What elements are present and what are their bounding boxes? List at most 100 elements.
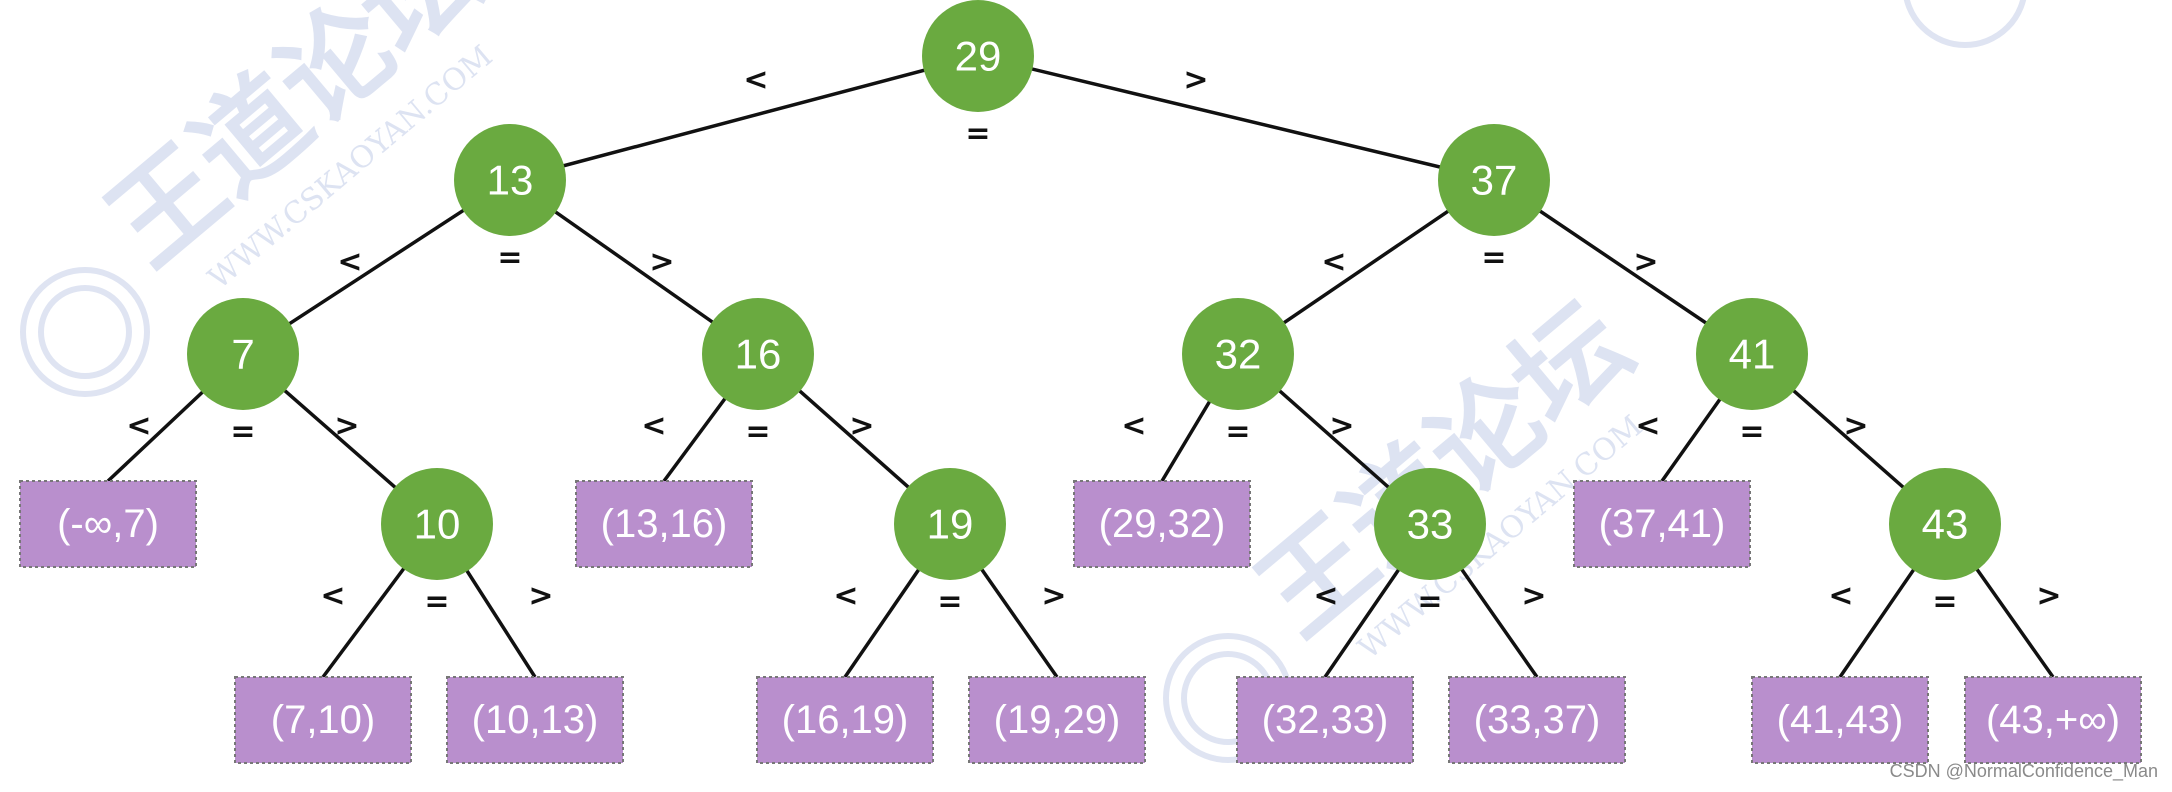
- equal-symbol: =: [1225, 415, 1250, 450]
- node-circle: [702, 298, 814, 410]
- node-circle: [381, 468, 493, 580]
- greater-than-symbol: >: [1329, 409, 1354, 444]
- watermark-seal-icon: [38, 285, 132, 379]
- leaf-interval-l6: (19,29): [968, 676, 1146, 764]
- watermark-seal-icon: [20, 267, 150, 397]
- greater-than-symbol: >: [1633, 245, 1658, 280]
- leaf-interval-l10: (37,41): [1573, 480, 1751, 568]
- leaf-label: (33,37): [1474, 698, 1601, 742]
- equal-symbol: =: [424, 585, 449, 620]
- less-than-symbol: <: [833, 579, 858, 614]
- tree-node-43: 43: [1889, 468, 2001, 580]
- node-label: 16: [735, 331, 782, 378]
- tree-node-10: 10: [381, 468, 493, 580]
- tree-node-19: 19: [894, 468, 1006, 580]
- leaf-interval-l7: (29,32): [1073, 480, 1251, 568]
- node-label: 37: [1471, 157, 1518, 204]
- node-circle: [1374, 468, 1486, 580]
- watermark-brand: 王道论坛: [84, 0, 503, 290]
- tree-node-13: 13: [454, 124, 566, 236]
- tree-edge: [509, 54, 979, 182]
- greater-than-symbol: >: [1041, 579, 1066, 614]
- leaf-box: [575, 480, 753, 568]
- less-than-symbol: <: [1313, 579, 1338, 614]
- leaf-interval-l2: (7,10): [234, 676, 412, 764]
- tree-node-32: 32: [1182, 298, 1294, 410]
- node-label: 43: [1922, 501, 1969, 548]
- tree-node-16: 16: [702, 298, 814, 410]
- node-label: 10: [414, 501, 461, 548]
- leaf-label: (43,+∞): [1986, 698, 2120, 742]
- node-circle: [894, 468, 1006, 580]
- less-than-symbol: <: [320, 579, 345, 614]
- leaf-interval-l1: (-∞,7): [19, 480, 197, 568]
- tree-node-37: 37: [1438, 124, 1550, 236]
- leaf-box: [1236, 676, 1414, 764]
- node-circle: [1696, 298, 1808, 410]
- node-circle: [1438, 124, 1550, 236]
- leaf-interval-l12: (43,+∞): [1964, 676, 2142, 764]
- leaf-interval-l8: (32,33): [1236, 676, 1414, 764]
- greater-than-symbol: >: [849, 409, 874, 444]
- leaf-label: (10,13): [472, 698, 599, 742]
- less-than-symbol: <: [1121, 409, 1146, 444]
- leaf-label: (7,10): [271, 698, 376, 742]
- node-label: 19: [927, 501, 974, 548]
- node-circle: [1889, 468, 2001, 580]
- less-than-symbol: <: [1828, 579, 1853, 614]
- leaf-label: (41,43): [1777, 698, 1904, 742]
- node-label: 33: [1407, 501, 1454, 548]
- tree-edge: [977, 54, 1495, 182]
- greater-than-symbol: >: [649, 245, 674, 280]
- tree-node-41: 41: [1696, 298, 1808, 410]
- less-than-symbol: <: [641, 409, 666, 444]
- leaf-box: [1751, 676, 1929, 764]
- leaf-box: [1964, 676, 2142, 764]
- node-label: 7: [231, 331, 254, 378]
- greater-than-symbol: >: [2036, 579, 2061, 614]
- equal-symbol: =: [1417, 585, 1442, 620]
- leaf-interval-l3: (10,13): [446, 676, 624, 764]
- node-circle: [1182, 298, 1294, 410]
- leaf-box: [234, 676, 412, 764]
- tree-node-29: 29: [922, 0, 1034, 112]
- leaf-box: [756, 676, 934, 764]
- leaf-label: (-∞,7): [57, 502, 159, 546]
- greater-than-symbol: >: [334, 409, 359, 444]
- leaf-interval-l9: (33,37): [1448, 676, 1626, 764]
- leaf-label: (37,41): [1599, 502, 1726, 546]
- less-than-symbol: <: [1635, 409, 1660, 444]
- leaf-label: (19,29): [994, 698, 1121, 742]
- equal-symbol: =: [965, 117, 990, 152]
- tree-node-7: 7: [187, 298, 299, 410]
- leaf-label: (16,19): [782, 698, 909, 742]
- leaf-box: [968, 676, 1146, 764]
- equal-symbol: =: [937, 585, 962, 620]
- node-circle: [922, 0, 1034, 112]
- watermark-seal-icon: [1903, 0, 2027, 48]
- greater-than-symbol: >: [1183, 63, 1208, 98]
- node-layer: 29 13 37 7 16 32 41 10 19 33 43 (-∞,7) (7,10) (10,13)…: [19, 0, 2142, 764]
- less-than-symbol: <: [126, 409, 151, 444]
- leaf-box: [19, 480, 197, 568]
- greater-than-symbol: >: [528, 579, 553, 614]
- leaf-box: [1448, 676, 1626, 764]
- leaf-box: [1573, 480, 1751, 568]
- tree-node-33: 33: [1374, 468, 1486, 580]
- node-label: 29: [955, 33, 1002, 80]
- greater-than-symbol: >: [1521, 579, 1546, 614]
- equal-symbol: =: [1739, 415, 1764, 450]
- comparison-label-layer: <=><=><=><=><=><=><=><=><=><=><=>: [126, 63, 2061, 620]
- leaf-box: [446, 676, 624, 764]
- node-label: 41: [1729, 331, 1776, 378]
- leaf-label: (32,33): [1262, 698, 1389, 742]
- node-label: 13: [487, 157, 534, 204]
- equal-symbol: =: [1932, 585, 1957, 620]
- leaf-box: [1073, 480, 1251, 568]
- less-than-symbol: <: [337, 245, 362, 280]
- leaf-interval-l5: (16,19): [756, 676, 934, 764]
- node-circle: [454, 124, 566, 236]
- node-label: 32: [1215, 331, 1262, 378]
- less-than-symbol: <: [1321, 245, 1346, 280]
